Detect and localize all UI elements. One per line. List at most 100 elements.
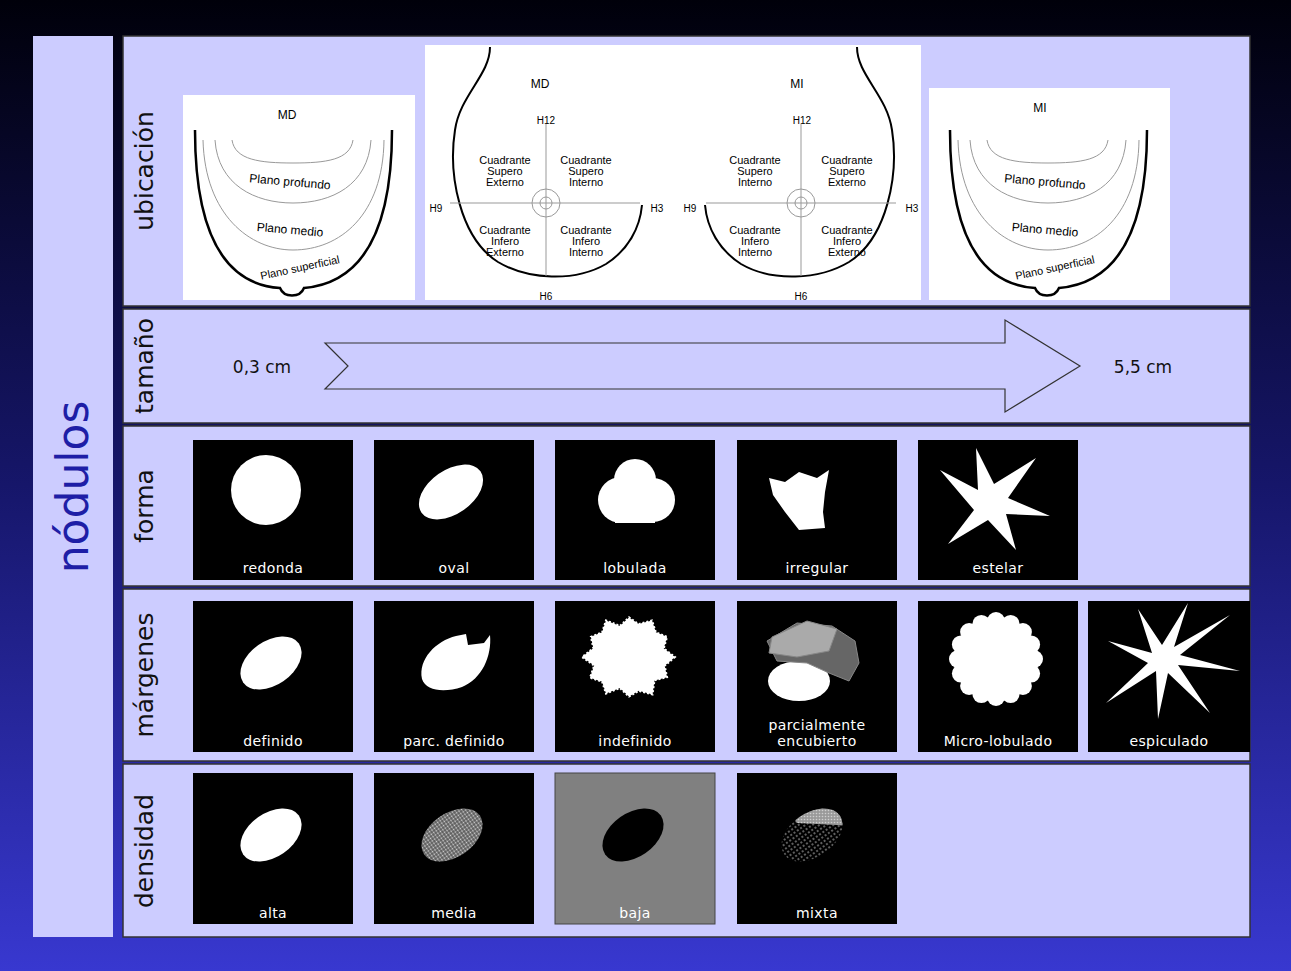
breast-front-view-line — [801, 124, 802, 276]
breast-section-left-path — [203, 140, 384, 250]
density-high — [193, 773, 353, 924]
margin-spiculated-polygon — [1106, 603, 1240, 719]
density-mixed-rect — [737, 773, 897, 924]
diagram-label: H12 — [793, 115, 811, 127]
size-label: 0,3 cm — [233, 357, 291, 377]
breast-section-right-g-path — [970, 140, 1126, 203]
diagram-label: MI — [1033, 101, 1046, 115]
category-band: nódulos — [33, 36, 113, 937]
row-label: ubicación — [130, 111, 160, 231]
row-ground — [123, 764, 1250, 937]
density-mixed-ellipse — [772, 797, 853, 872]
row-label: márgenes — [130, 612, 160, 737]
diagram-label: H9 — [684, 203, 697, 215]
margin-partly-defined-rect — [374, 601, 534, 752]
margin-obscured-polygon — [769, 621, 837, 657]
attribute-row: densidadaltamediabajamixta — [123, 764, 1250, 937]
margin-spiculated — [1088, 601, 1250, 752]
shape-tile: mixta — [737, 773, 897, 924]
breast-front-view-line — [706, 203, 896, 204]
breast-front-view-line — [450, 203, 640, 204]
diagram-label: Cuadrante Supero Interno — [557, 155, 615, 188]
shape-tile: irregular — [737, 440, 897, 580]
diagram-label: H12 — [537, 115, 555, 127]
attribute-row: formaredondaovallobuladairregularestelar — [123, 426, 1250, 586]
breast-section-left-path — [215, 140, 371, 203]
margin-defined-rect — [193, 601, 353, 752]
attribute-row: márgenesdefinidoparc. definidoindefinido… — [123, 589, 1250, 761]
row-ground — [123, 426, 1250, 586]
breast-section-right-g — [950, 130, 1147, 296]
margin-partly-defined — [374, 601, 534, 752]
shape-tile: estelar — [918, 440, 1078, 580]
margin-undefined-rect — [555, 601, 715, 752]
shape-tile: baja — [555, 773, 715, 924]
row-label: tamaño — [130, 318, 160, 414]
shape-irregular — [737, 440, 897, 580]
tile-label: parcialmente encubierto — [742, 717, 892, 749]
shape-tile: parc. definido — [374, 601, 534, 752]
diagram-label: Cuadrante Infero Interno — [557, 225, 615, 258]
shape-tile: definido — [193, 601, 353, 752]
breast-front-view-path — [453, 47, 642, 277]
margin-microlobulated-circle — [959, 622, 1033, 696]
shape-tile: redonda — [193, 440, 353, 580]
breast-front-view-rect — [425, 45, 921, 300]
shape-oval-ellipse — [409, 453, 493, 530]
shape-stellate-rect — [918, 440, 1078, 580]
tile-label: estelar — [972, 560, 1023, 576]
margin-obscured — [737, 601, 897, 752]
shape-lobulated-rect — [555, 440, 715, 580]
shape-round — [193, 440, 353, 580]
category-title: nódulos — [47, 400, 100, 573]
density-medium — [374, 773, 534, 924]
tile-label: oval — [439, 560, 470, 576]
shape-lobulated — [555, 440, 715, 580]
diagram-label: Cuadrante Supero Externo — [818, 155, 876, 188]
shape-tile: oval — [374, 440, 534, 580]
diagram-label: MI — [790, 77, 803, 91]
breast-section-right-rect — [929, 88, 1170, 300]
diagram-label: Cuadrante Infero Externo — [476, 225, 534, 258]
row-label: forma — [130, 469, 160, 543]
shape-stellate-polygon — [940, 448, 1050, 550]
breast-front-view-circle — [540, 197, 552, 209]
shape-oval — [374, 440, 534, 580]
breast-section-left — [183, 95, 415, 300]
tile-label: media — [431, 905, 477, 921]
panels — [33, 36, 1250, 937]
shape-round-circle — [231, 455, 301, 525]
diagram-label: Cuadrante Supero Interno — [726, 155, 784, 188]
shape-stellate — [918, 440, 1078, 580]
margin-microlobulated-circle — [1022, 635, 1040, 653]
margin-obscured-rect — [737, 601, 897, 752]
margin-defined — [193, 601, 353, 752]
density-medium-ellipse — [412, 797, 493, 872]
density-mixed-polygon — [767, 773, 897, 829]
breast-section-right-g-path — [958, 140, 1139, 250]
tile-label: redonda — [243, 560, 304, 576]
shape-lobulated-rect — [615, 495, 655, 523]
diagram-label: H6 — [795, 291, 808, 303]
shape-tile: media — [374, 773, 534, 924]
diagram-label: H3 — [906, 203, 919, 215]
shape-oval-rect — [374, 440, 534, 580]
breast-front-view-path — [705, 47, 894, 277]
breast-section-left-path — [232, 140, 353, 163]
band-ground — [33, 36, 113, 937]
diagram-label: H9 — [430, 203, 443, 215]
tile-label: irregular — [785, 560, 848, 576]
density-low — [555, 773, 715, 924]
size-label: 5,5 cm — [1114, 357, 1172, 377]
breast-front-view-circle — [795, 197, 807, 209]
breast-front-view-circle — [532, 189, 560, 217]
size-arrow — [325, 320, 1080, 412]
margin-partly-defined-path — [421, 634, 490, 690]
margin-defined-ellipse — [231, 625, 312, 700]
diagram-label: MD — [531, 77, 550, 91]
diagram-label: Cuadrante Infero Externo — [818, 225, 876, 258]
row-ground — [123, 36, 1250, 306]
